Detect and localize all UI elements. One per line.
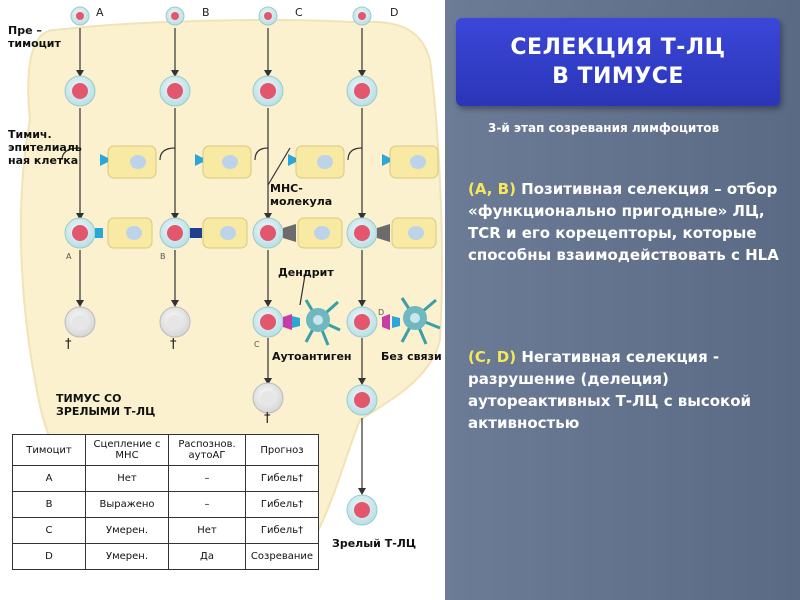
table-cell: Нет: [85, 465, 169, 492]
epithelial-label: Тимич. эпителиаль ная клетка: [8, 128, 82, 167]
table-cell: A: [12, 465, 86, 492]
table-cell: Умерен.: [85, 543, 169, 570]
epithelial-line2: эпителиаль: [8, 141, 82, 154]
column-label-c: C: [295, 6, 303, 19]
table-cell: Выражено: [85, 491, 169, 518]
autoantigen-label: Аутоантиген: [272, 350, 352, 363]
negative-body: Негативная селекция - разрушение (делеци…: [468, 348, 752, 432]
dagger-a: †: [65, 337, 72, 352]
table-cell: Умерен.: [85, 517, 169, 544]
table-cell: D: [12, 543, 86, 570]
table-header: Распознов. аутоАГ: [168, 434, 246, 466]
table-cell: Гибель†: [245, 517, 319, 544]
dendrite-label: Дендрит: [278, 266, 334, 279]
column-label-b: B: [202, 6, 210, 19]
table-cell-text: Гибель: [260, 473, 299, 484]
epithelial-cells: [100, 145, 439, 179]
table-cell: Нет: [168, 517, 246, 544]
prognosis-table: Тимоцит Сцепление с МНС Распознов. аутоА…: [12, 434, 319, 570]
table-cell-text: Гибель: [260, 525, 299, 536]
table-cell: Созревание: [245, 543, 319, 570]
small-label-a: A: [66, 252, 72, 261]
epithelial-line3: ная клетка: [8, 154, 79, 167]
mhc-label: МНС- молекула: [270, 182, 332, 208]
table-cell-text: Гибель: [260, 499, 299, 510]
thymocytes-row: [64, 75, 378, 107]
title-line2: В ТИМУСЕ: [552, 64, 684, 89]
column-label-d: D: [390, 6, 399, 19]
no-binding-label: Без связи: [381, 350, 442, 363]
table-cell: Гибель†: [245, 491, 319, 518]
pre-thymocyte-line1: Пре –: [8, 24, 42, 37]
positive-selection-text: (A, B) Позитивная селекция – отбор «функ…: [468, 178, 794, 266]
pre-thymocyte-line2: тимоцит: [8, 37, 61, 50]
positive-body: Позитивная селекция – отбор «функциональ…: [468, 180, 779, 264]
epithelial-line1: Тимич.: [8, 128, 52, 141]
mhc-line1: МНС-: [270, 182, 303, 195]
table-header: Прогноз: [245, 434, 319, 466]
negative-key: (C, D): [468, 348, 517, 366]
diagram-panel: A B C D Пре – тимоцит Тимич. эпителиаль …: [0, 0, 445, 600]
table-row: A Нет – Гибель†: [12, 465, 319, 492]
small-label-d: D: [378, 308, 385, 317]
table-header-row: Тимоцит Сцепление с МНС Распознов. аутоА…: [12, 434, 319, 466]
table-cell: –: [168, 465, 246, 492]
mature-thymus-line2: ЗРЕЛЫМИ Т-ЛЦ: [56, 405, 156, 418]
title-line1: СЕЛЕКЦИЯ Т-ЛЦ: [510, 35, 726, 60]
binding-row: [64, 217, 437, 249]
slide-title: СЕЛЕКЦИЯ Т-ЛЦ В ТИМУСЕ: [456, 18, 780, 106]
negative-selection-text: (C, D) Негативная селекция - разрушение …: [468, 346, 794, 434]
table-row: B Выражено – Гибель†: [12, 491, 319, 518]
table-row: D Умерен. Да Созревание: [12, 543, 319, 570]
small-label-b: B: [160, 252, 166, 261]
table-cell: C: [12, 517, 86, 544]
dagger-c: †: [264, 411, 271, 426]
dagger-b: †: [170, 337, 177, 352]
mature-thymus-line1: ТИМУС СО: [56, 392, 122, 405]
dead-cells: [64, 306, 284, 414]
dendritic-row: [252, 297, 441, 526]
table-header: Сцепление с МНС: [85, 434, 169, 466]
mature-thymus-label: ТИМУС СО ЗРЕЛЫМИ Т-ЛЦ: [56, 392, 155, 418]
arrow-heads: [76, 70, 366, 495]
small-label-c: C: [254, 340, 260, 349]
dagger-icon: †: [298, 473, 304, 484]
positive-key: (A, B): [468, 180, 516, 198]
table-cell: Гибель†: [245, 465, 319, 492]
dagger-icon: †: [298, 499, 304, 510]
mature-cell-label: Зрелый Т-ЛЦ: [332, 537, 417, 550]
pre-thymocyte-label: Пре – тимоцит: [8, 24, 61, 50]
column-label-a: A: [96, 6, 104, 19]
pre-thymocytes: [70, 6, 372, 26]
mhc-line2: молекула: [270, 195, 333, 208]
slide-subtitle: 3-й этап созревания лимфоцитов: [488, 121, 720, 135]
table-header: Тимоцит: [12, 434, 86, 466]
table-cell: –: [168, 491, 246, 518]
dagger-icon: †: [298, 525, 304, 536]
table-cell: B: [12, 491, 86, 518]
table-cell: Да: [168, 543, 246, 570]
arrows: [61, 28, 363, 490]
thymus-selection-diagram: [19, 6, 443, 561]
table-row: C Умерен. Нет Гибель†: [12, 517, 319, 544]
